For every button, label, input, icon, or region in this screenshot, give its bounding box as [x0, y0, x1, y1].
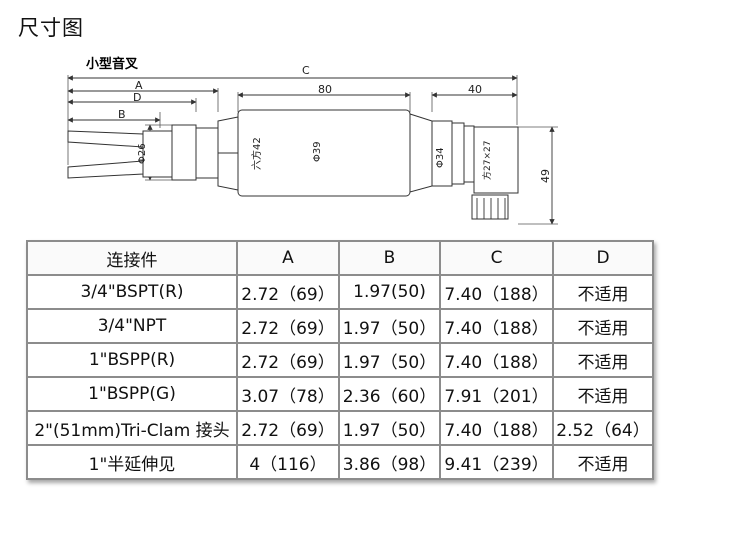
cell-a: 2.72（69） [236, 410, 340, 446]
page-title: 尺寸图 [18, 16, 84, 40]
table-row: 3/4"BSPT(R) 2.72（69） 1.97(50) 7.40（188） … [26, 274, 654, 310]
col-header-a: A [236, 240, 340, 276]
cell-a: 2.72（69） [236, 342, 340, 378]
col-header-c: C [439, 240, 554, 276]
cell-c: 7.40（188） [439, 410, 554, 446]
cell-d: 2.52（64） [552, 410, 654, 446]
cell-connection: 1"半延伸见 [26, 444, 238, 480]
table-row: 3/4"NPT 2.72（69） 1.97（50） 7.40（188） 不适用 [26, 308, 654, 344]
cell-b: 1.97(50) [338, 274, 441, 310]
cell-b: 1.97（50） [338, 342, 441, 378]
dim-label-40: 40 [468, 83, 482, 96]
dim-label-49: 49 [539, 169, 552, 183]
dim-label-80: 80 [318, 83, 332, 96]
col-header-b: B [338, 240, 441, 276]
cell-b: 1.97（50） [338, 410, 441, 446]
cell-a: 2.72（69） [236, 274, 340, 310]
cell-connection: 3/4"NPT [26, 308, 238, 344]
cell-c: 7.40（188） [439, 274, 554, 310]
cell-connection: 1"BSPP(R) [26, 342, 238, 378]
cell-d: 不适用 [552, 444, 654, 480]
dim-label-b: B [118, 108, 126, 121]
cell-connection: 1"BSPP(G) [26, 376, 238, 412]
dim-label-hex42: 六方42 [250, 137, 263, 170]
fork-tines [67, 130, 173, 179]
col-header-connection: 连接件 [26, 240, 238, 276]
col-header-d: D [552, 240, 654, 276]
cell-d: 不适用 [552, 376, 654, 412]
dim-label-sq27: 方27×27 [481, 141, 493, 180]
drawing-subtitle: 小型音叉 [86, 56, 139, 72]
cell-d: 不适用 [552, 342, 654, 378]
dim-label-phi34: Φ34 [435, 147, 446, 168]
cell-connection: 3/4"BSPT(R) [26, 274, 238, 310]
cell-d: 不适用 [552, 308, 654, 344]
cell-a: 3.07（78） [236, 376, 340, 412]
dim-label-phi26: Φ26 [137, 143, 148, 164]
table-row: 1"BSPP(R) 2.72（69） 1.97（50） 7.40（188） 不适… [26, 342, 654, 378]
cell-c: 7.91（201） [439, 376, 554, 412]
sensor-housing [237, 109, 519, 220]
cell-a: 4（116） [236, 444, 340, 480]
cell-b: 3.86（98） [338, 444, 441, 480]
dimension-table: 连接件 A B C D 3/4"BSPT(R) 2.72（69） 1.97(50… [26, 240, 654, 480]
dim-label-c: C [302, 64, 310, 77]
dim-label-phi39: Φ39 [312, 141, 323, 162]
cell-b: 1.97（50） [338, 308, 441, 344]
cell-c: 7.40（188） [439, 308, 554, 344]
cell-d: 不适用 [552, 274, 654, 310]
process-connection [171, 116, 239, 191]
cell-c: 7.40（188） [439, 342, 554, 378]
cell-b: 2.36（60） [338, 376, 441, 412]
cell-c: 9.41（239） [439, 444, 554, 480]
dim-label-d: D [133, 91, 141, 104]
cell-connection: 2"(51mm)Tri-Clam 接头 [26, 410, 238, 446]
table-row: 1"半延伸见 4（116） 3.86（98） 9.41（239） 不适用 [26, 444, 654, 480]
cell-a: 2.72（69） [236, 308, 340, 344]
dim-label-a: A [135, 79, 143, 92]
table-row: 2"(51mm)Tri-Clam 接头 2.72（69） 1.97（50） 7.… [26, 410, 654, 446]
table-header-row: 连接件 A B C D [26, 240, 654, 276]
table-row: 1"BSPP(G) 3.07（78） 2.36（60） 7.91（201） 不适… [26, 376, 654, 412]
dimension-drawing: 小型音叉 [67, 56, 558, 225]
